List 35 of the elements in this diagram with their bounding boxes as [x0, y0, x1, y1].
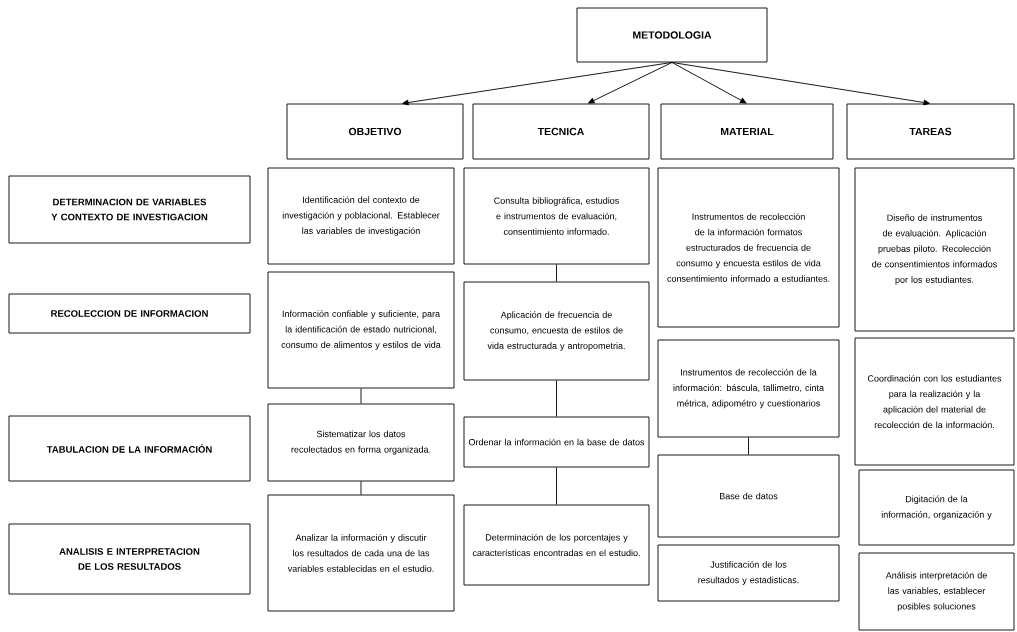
description-box: Diseño de instrumentos de evaluación. Aplicación pruebas piloto. Recolección de consentimientos informados por los estudiantes. — [854, 167, 1015, 332]
description-box: Justificación de los resultados y estadisticas. — [657, 544, 840, 602]
description-box: Consulta bibliográfica, estudios e instrumentos de evaluación, consentimiento informado. — [463, 167, 650, 265]
description-box: Analizar la información y discutir los resultados de cada una de las variables establecidas en el estudio. — [267, 494, 455, 612]
category-box: OBJETIVO — [286, 103, 464, 160]
category-box: METODOLOGIA — [576, 7, 768, 63]
connector — [360, 388, 362, 404]
description-box: Sistematizar los datos recolectados en forma organizada. — [267, 403, 455, 482]
description-box: Instrumentos de recolección de la información formatos estructurados de frecuencia de consumo y encuesta estilos de vida consentimiento informado a estudiantes. — [657, 167, 840, 328]
description-box: Aplicación de frecuencia de consumo, encuesta de estilos de vida estructurada y antropometria. — [463, 281, 650, 381]
description-box: Base de datos — [657, 454, 840, 538]
description-box: Información confiable y suficiente, para la identificación de estado nutricional, consumo de alimentos y estilos de vida — [267, 271, 455, 389]
description-box: Determinación de los porcentajes y características encontradas en el estudio. — [463, 504, 650, 586]
category-box: TAREAS — [846, 103, 1015, 160]
phase-box: TABULACION DE LA INFORMACIÓN — [8, 415, 251, 482]
connector — [556, 467, 557, 505]
connector — [360, 481, 362, 495]
description-box: Análisis interpretación de las variables, establecer posibles soluciones — [858, 552, 1015, 631]
description-box: Coordinación con los estudiantes para la realización y la aplicación del material de recolección de la información. — [854, 337, 1015, 466]
connector — [748, 437, 749, 455]
connector — [402, 62, 673, 106]
connector — [556, 264, 557, 282]
category-box: TECNICA — [472, 103, 650, 160]
category-box: MATERIAL — [660, 103, 834, 160]
connector — [588, 62, 673, 104]
phase-box: DETERMINACION DE VARIABLES Y CONTEXTO DE INVESTIGACION — [8, 175, 251, 244]
connector — [671, 62, 747, 104]
connector — [556, 380, 557, 417]
description-box: Identificación del contexto de investigación y poblacional. Establecer las variables de investigación — [267, 167, 455, 265]
phase-box: ANALISIS E INTERPRETACION DE LOS RESULTADOS — [8, 523, 251, 595]
description-box: Digitación de la información, organización y — [858, 469, 1015, 546]
description-box: Ordenar la información en la base de datos — [463, 416, 650, 468]
connector — [671, 62, 930, 106]
phase-box: RECOLECCION DE INFORMACION — [8, 293, 251, 334]
description-box: Instrumentos de recolección de la información: báscula, tallimetro, cinta métrica, adipométro y cuestionarios — [657, 339, 840, 438]
